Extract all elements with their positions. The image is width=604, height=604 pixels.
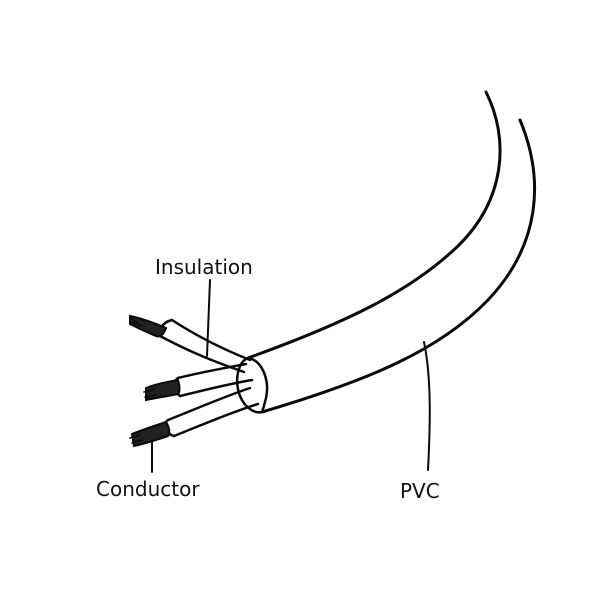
pvc-leader-line (423, 341, 431, 471)
wire-middle-insulation-upper (176, 362, 248, 380)
pvc-jacket (236, 90, 537, 414)
pvc-jacket-bottom-edge (260, 118, 537, 414)
wire-bottom-insulation-upper (166, 386, 252, 422)
insulation-leader-line (206, 279, 211, 357)
wire-bottom (129, 386, 260, 448)
wire-bottom-insulation-lower (172, 402, 260, 438)
conductor-label: Conductor (96, 477, 200, 501)
conductor-middle-strands (143, 389, 157, 398)
wire-middle (143, 362, 254, 402)
pvc-jacket-cut-rim (246, 356, 269, 414)
pvc-label: PVC (400, 479, 440, 503)
insulation-label: Insulation (155, 255, 253, 279)
wire-middle-insulation-lower (178, 378, 254, 398)
conductor-bottom-strands (129, 434, 143, 444)
wire-top (129, 314, 252, 374)
wire-top-insulation-lower (158, 334, 246, 374)
conductor-top-strands (129, 316, 145, 327)
wire-top-insulation-upper (170, 318, 252, 362)
conductor-top (129, 314, 168, 338)
pvc-jacket-top-edge (246, 90, 502, 360)
conductor-bottom (130, 420, 171, 448)
